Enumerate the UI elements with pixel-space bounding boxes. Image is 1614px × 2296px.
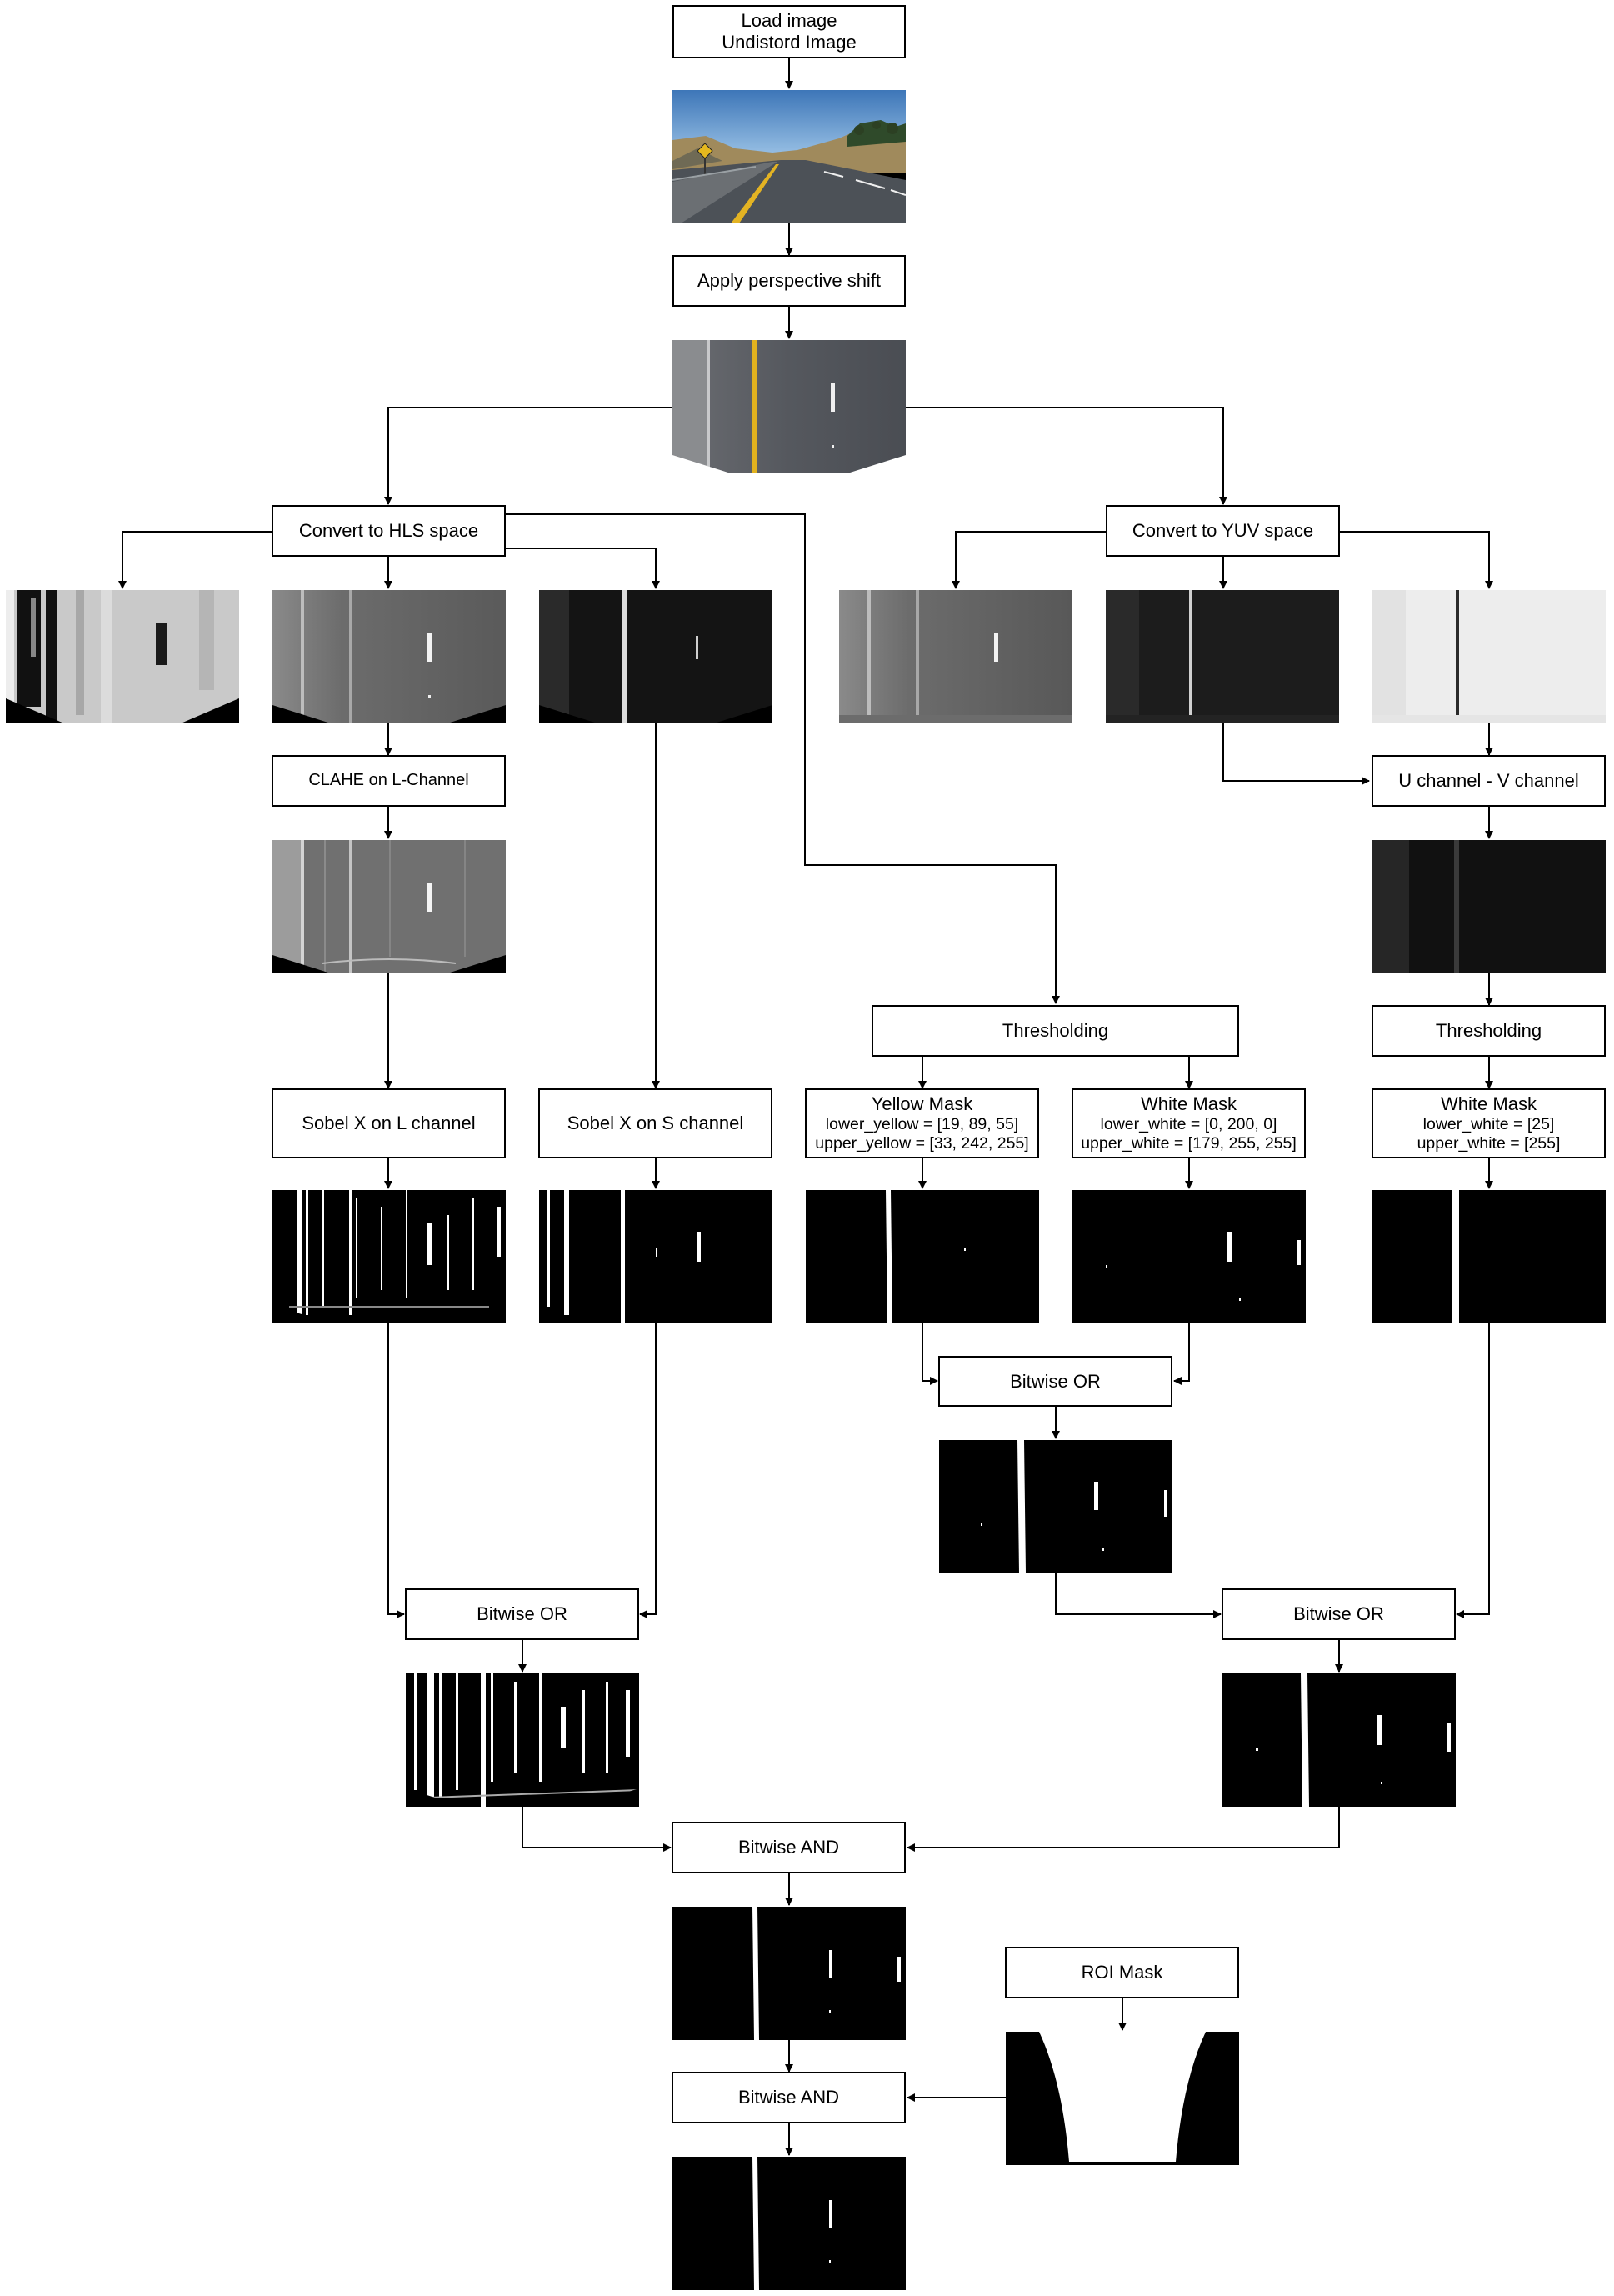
- hls-node: Convert to HLS space: [272, 505, 506, 557]
- sobel-s-label: Sobel X on S channel: [567, 1113, 744, 1134]
- clahe-label: CLAHE on L-Channel: [308, 771, 469, 790]
- edge-hls-to-s: [505, 548, 660, 589]
- edge-warped-to-hls: [384, 407, 672, 505]
- yuv-label: Convert to YUV space: [1132, 520, 1314, 542]
- load-image-label: Load image: [741, 10, 837, 32]
- white-mask-uv-title: White Mask: [1441, 1093, 1537, 1114]
- white-mask-upper: upper_white = [179, 255, 255]: [1081, 1133, 1297, 1153]
- sobel-s-node: Sobel X on S channel: [538, 1088, 772, 1158]
- edge-yellow-image-to-or: [922, 1323, 938, 1385]
- u-channel-image: [1106, 590, 1339, 723]
- edge-warped-to-yuv: [906, 407, 1227, 505]
- perspective-node: Apply perspective shift: [672, 255, 906, 307]
- roi-mask-node: ROI Mask: [1005, 1947, 1239, 1998]
- bitwise-or-sobel-node: Bitwise OR: [405, 1588, 639, 1640]
- white-mask-title: White Mask: [1141, 1093, 1237, 1114]
- edge-sobel-s-image-to-or: [639, 1323, 657, 1618]
- roi-mask-image: [1006, 2032, 1239, 2165]
- u-minus-v-image: [1372, 840, 1606, 973]
- clahe-image: [272, 840, 506, 973]
- thresholding-uv-node: Thresholding: [1372, 1005, 1606, 1057]
- bitwise-or-color-node: Bitwise OR: [938, 1356, 1172, 1407]
- white-mask-lower: lower_white = [0, 200, 0]: [1100, 1114, 1277, 1133]
- edge-sobel-or-image-to-and: [522, 1807, 672, 1852]
- road-photo: [672, 90, 906, 223]
- edge-uv-mask-to-final-or: [1456, 1323, 1490, 1618]
- warped-image: [672, 340, 906, 473]
- yellow-mask-upper: upper_yellow = [33, 242, 255]: [815, 1133, 1029, 1153]
- white-mask-node: White Mask lower_white = [0, 200, 0] upp…: [1072, 1088, 1306, 1158]
- edge-hls-to-thresholding: [505, 513, 1060, 1004]
- color-or-image: [939, 1440, 1172, 1573]
- edge-hls-to-h: [118, 531, 272, 589]
- sobel-l-label: Sobel X on L channel: [302, 1113, 476, 1134]
- bitwise-and-final-label: Bitwise AND: [737, 2087, 840, 2108]
- uminusv-node: U channel - V channel: [1372, 755, 1606, 807]
- white-mask-uv-node: White Mask lower_white = [25] upper_whit…: [1372, 1088, 1606, 1158]
- uminusv-label: U channel - V channel: [1398, 770, 1579, 792]
- final-or-image: [1222, 1673, 1456, 1807]
- sobel-or-image: [406, 1673, 639, 1807]
- edge-color-or-image-to-final-or: [1055, 1573, 1222, 1618]
- roi-mask-label: ROI Mask: [1081, 1962, 1163, 1983]
- s-channel-image: [539, 590, 772, 723]
- white-mask-image: [1072, 1190, 1306, 1323]
- yuv-node: Convert to YUV space: [1106, 505, 1340, 557]
- yellow-mask-title: Yellow Mask: [871, 1093, 973, 1114]
- edge-u-to-uminusv: [1222, 723, 1370, 785]
- final-result-image: [672, 2157, 906, 2290]
- and-result-image: [672, 1907, 906, 2040]
- y-channel-image: [839, 590, 1072, 723]
- bitwise-or-sobel-label: Bitwise OR: [477, 1603, 567, 1625]
- thresholding-uv-label: Thresholding: [1435, 1020, 1542, 1042]
- h-channel-image: [6, 590, 239, 723]
- sobel-l-node: Sobel X on L channel: [272, 1088, 506, 1158]
- bitwise-and-final-node: Bitwise AND: [672, 2072, 906, 2123]
- load-image-node: Load image Undistord Image: [672, 5, 906, 58]
- bitwise-and-label: Bitwise AND: [737, 1837, 840, 1858]
- edge-sobel-l-image-to-or: [387, 1323, 405, 1618]
- sobel-s-image: [539, 1190, 772, 1323]
- perspective-label: Apply perspective shift: [697, 270, 882, 292]
- yellow-mask-node: Yellow Mask lower_yellow = [19, 89, 55] …: [805, 1088, 1039, 1158]
- v-channel-image: [1372, 590, 1606, 723]
- clahe-node: CLAHE on L-Channel: [272, 755, 506, 807]
- edge-yuv-to-v: [1340, 531, 1493, 589]
- yellow-mask-image: [806, 1190, 1039, 1323]
- white-mask-uv-upper: upper_white = [255]: [1417, 1133, 1561, 1153]
- edge-color-or-image-to-and: [907, 1807, 1340, 1852]
- white-mask-uv-image: [1372, 1190, 1606, 1323]
- hls-label: Convert to HLS space: [298, 520, 479, 542]
- undistort-image-label: Undistord Image: [722, 32, 857, 53]
- bitwise-or-final-node: Bitwise OR: [1222, 1588, 1456, 1640]
- bitwise-and-node: Bitwise AND: [672, 1822, 906, 1873]
- l-channel-image: [272, 590, 506, 723]
- edge-white-image-to-or: [1173, 1323, 1190, 1385]
- edge-yuv-to-y: [952, 531, 1106, 589]
- bitwise-or-final-label: Bitwise OR: [1293, 1603, 1384, 1625]
- bitwise-or-color-label: Bitwise OR: [1010, 1370, 1101, 1392]
- sobel-l-image: [272, 1190, 506, 1323]
- thresholding-node: Thresholding: [872, 1005, 1239, 1057]
- thresholding-label: Thresholding: [1002, 1020, 1109, 1042]
- white-mask-uv-lower: lower_white = [25]: [1422, 1114, 1555, 1133]
- yellow-mask-lower: lower_yellow = [19, 89, 55]: [825, 1114, 1019, 1133]
